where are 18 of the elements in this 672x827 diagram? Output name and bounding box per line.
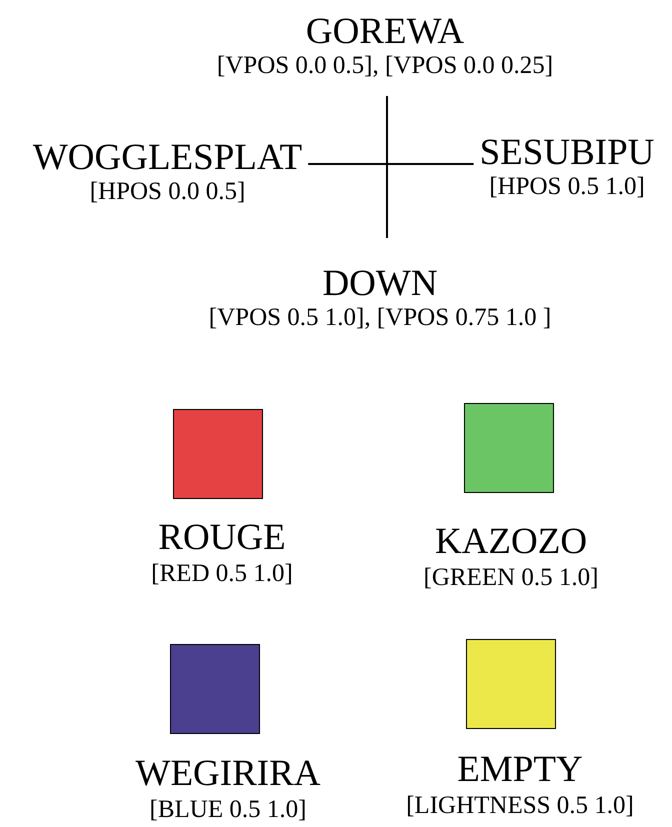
axis-end-label: SESUBIPU <box>480 133 654 173</box>
position-range-label: [HPOS 0.5 1.0] <box>489 173 645 201</box>
color-range-label: [GREEN 0.5 1.0] <box>422 564 600 592</box>
swatch-name: EMPTY <box>456 750 584 790</box>
position-range-label: [VPOS 0.0 0.5], [VPOS 0.0 0.25] <box>216 52 554 80</box>
position-range-label: [HPOS 0.0 0.5] <box>90 178 246 206</box>
axis-end-label: GOREWA <box>306 12 464 52</box>
color-range-label: [LIGHTNESS 0.5 1.0] <box>405 792 635 820</box>
axis-line <box>308 163 474 165</box>
swatch-name: KAZOZO <box>434 522 588 562</box>
position-range-label: [VPOS 0.5 1.0], [VPOS 0.75 1.0 ] <box>208 304 552 332</box>
color-range-label: [RED 0.5 1.0] <box>150 560 294 588</box>
axis-end-label: DOWN <box>322 264 438 304</box>
swatch-name: ROUGE <box>157 518 287 558</box>
axis-end-label: WOGGLESPLAT <box>32 138 302 178</box>
axis-line <box>386 96 388 238</box>
color-range-label: [BLUE 0.5 1.0] <box>148 796 308 824</box>
swatch-name: WEGIRIRA <box>134 754 322 794</box>
